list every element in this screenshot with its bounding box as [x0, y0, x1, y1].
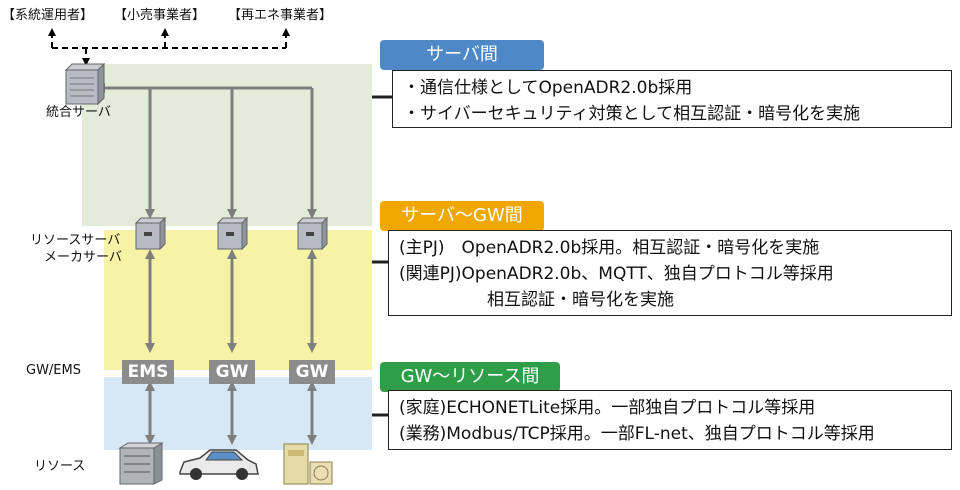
server-gw-line-3: 相互認証・暗号化を実施	[487, 290, 674, 310]
maker-server-label: メーカサーバ	[44, 250, 122, 265]
resource-label: リソース	[34, 459, 86, 474]
actor-renewable: 【再エネ事業者】	[228, 8, 333, 23]
server-spec-line-2: ・サイバーセキュリティ対策として相互認証・暗号化を実施	[403, 104, 861, 124]
gw-resource-line-1: (家庭)ECHONETLite採用。一部独自プロトコル等採用	[399, 398, 816, 418]
tag-gw-resource: GW～リソース間	[380, 362, 560, 392]
resource-server-label: リソースサーバ	[30, 233, 121, 248]
actor-grid-operator: 【系統運用者】	[2, 8, 94, 23]
gw-resource-spec-box: (家庭)ECHONETLite採用。一部独自プロトコル等採用 (業務)Modbu…	[388, 390, 952, 450]
server-spec-box: ・通信仕様としてOpenADR2.0b採用 ・サイバーセキュリティ対策として相互…	[392, 70, 952, 128]
server-spec-line-1: ・通信仕様としてOpenADR2.0b採用	[403, 78, 693, 98]
building-resource-icon	[118, 442, 164, 485]
integrated-server-icon	[64, 62, 106, 106]
gw-box-2: GW	[289, 360, 335, 384]
gw-resource-line-2: (業務)Modbus/TCP採用。一部FL-net、独自プロトコル等採用	[399, 424, 875, 444]
ems-box: EMS	[122, 360, 174, 384]
ev-car-icon	[179, 449, 259, 480]
gw-box-1: GW	[209, 360, 255, 384]
tag-server: サーバ間	[380, 40, 544, 70]
server-gw-spec-box: (主PJ) OpenADR2.0b採用。相互認証・暗号化を実施 (関連PJ)Op…	[388, 230, 952, 316]
resource-server-icon-1	[134, 216, 167, 251]
actor-retailer: 【小売事業者】	[114, 8, 206, 23]
water-heater-icon	[283, 443, 333, 485]
gw-ems-label: GW/EMS	[26, 363, 81, 378]
server-band	[82, 64, 372, 226]
tag-server-gw: サーバ～GW間	[380, 201, 544, 231]
integrated-server-label: 統合サーバ	[46, 105, 111, 120]
resource-server-icon-2	[216, 216, 249, 251]
server-gw-line-1: (主PJ) OpenADR2.0b採用。相互認証・暗号化を実施	[399, 238, 820, 258]
server-gw-line-2: (関連PJ)OpenADR2.0b、MQTT、独自プロトコル等採用	[399, 264, 834, 284]
resource-server-icon-3	[296, 216, 329, 251]
